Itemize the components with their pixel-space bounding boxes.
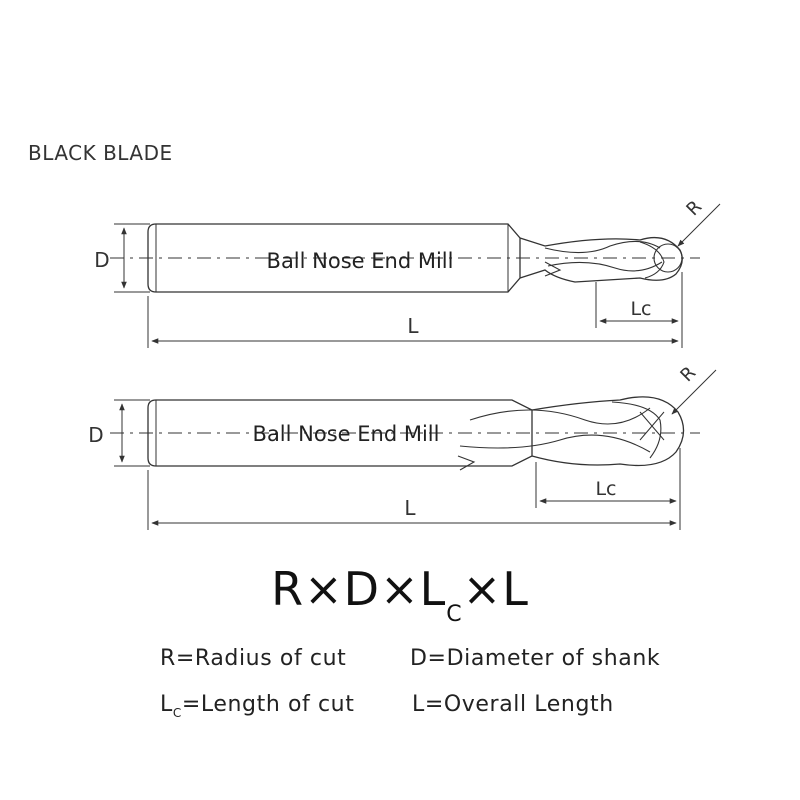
- legend-radius: R=Radius of cut: [160, 646, 347, 671]
- legend-cut-l: L: [160, 692, 173, 717]
- dim-diameter-top: D: [94, 248, 109, 272]
- formula-times: ×: [380, 562, 420, 616]
- flute-body: [519, 236, 683, 283]
- shank-outline: [147, 223, 521, 293]
- formula-d: D: [343, 562, 381, 616]
- formula-r: R: [271, 562, 305, 616]
- formula-l2: L: [502, 562, 529, 616]
- dim-diameter-bottom: D: [88, 423, 103, 447]
- dim-length-bottom: L: [404, 496, 416, 520]
- formula-l: L: [419, 562, 447, 616]
- end-mill-diagram-top: [110, 203, 721, 348]
- brand-label: BLACK BLADE: [28, 141, 173, 165]
- dim-radius-bottom: R: [677, 363, 701, 387]
- dim-length-top: L: [407, 314, 419, 338]
- spec-formula: R×D×LC×L: [0, 562, 800, 627]
- legend-cut-length: LC=Length of cut: [160, 692, 354, 720]
- formula-times: ×: [462, 562, 503, 616]
- legend-overall: L=Overall Length: [412, 692, 614, 717]
- legend-cut-subscript: C: [172, 706, 182, 720]
- dim-cut-top: Lc: [630, 298, 651, 320]
- shank-outline: [147, 399, 533, 467]
- end-mill-diagram-bottom: [110, 369, 717, 530]
- tool-label-bottom: Ball Nose End Mill: [253, 422, 440, 446]
- formula-times: ×: [304, 562, 344, 616]
- tool-label-top: Ball Nose End Mill: [267, 249, 454, 273]
- flute-body: [531, 396, 685, 467]
- dim-cut-bottom: Lc: [595, 478, 616, 500]
- legend-diameter: D=Diameter of shank: [410, 646, 661, 671]
- legend-cut-text: =Length of cut: [181, 692, 355, 717]
- dim-radius-top: R: [683, 197, 707, 221]
- formula-c-subscript: C: [446, 602, 463, 627]
